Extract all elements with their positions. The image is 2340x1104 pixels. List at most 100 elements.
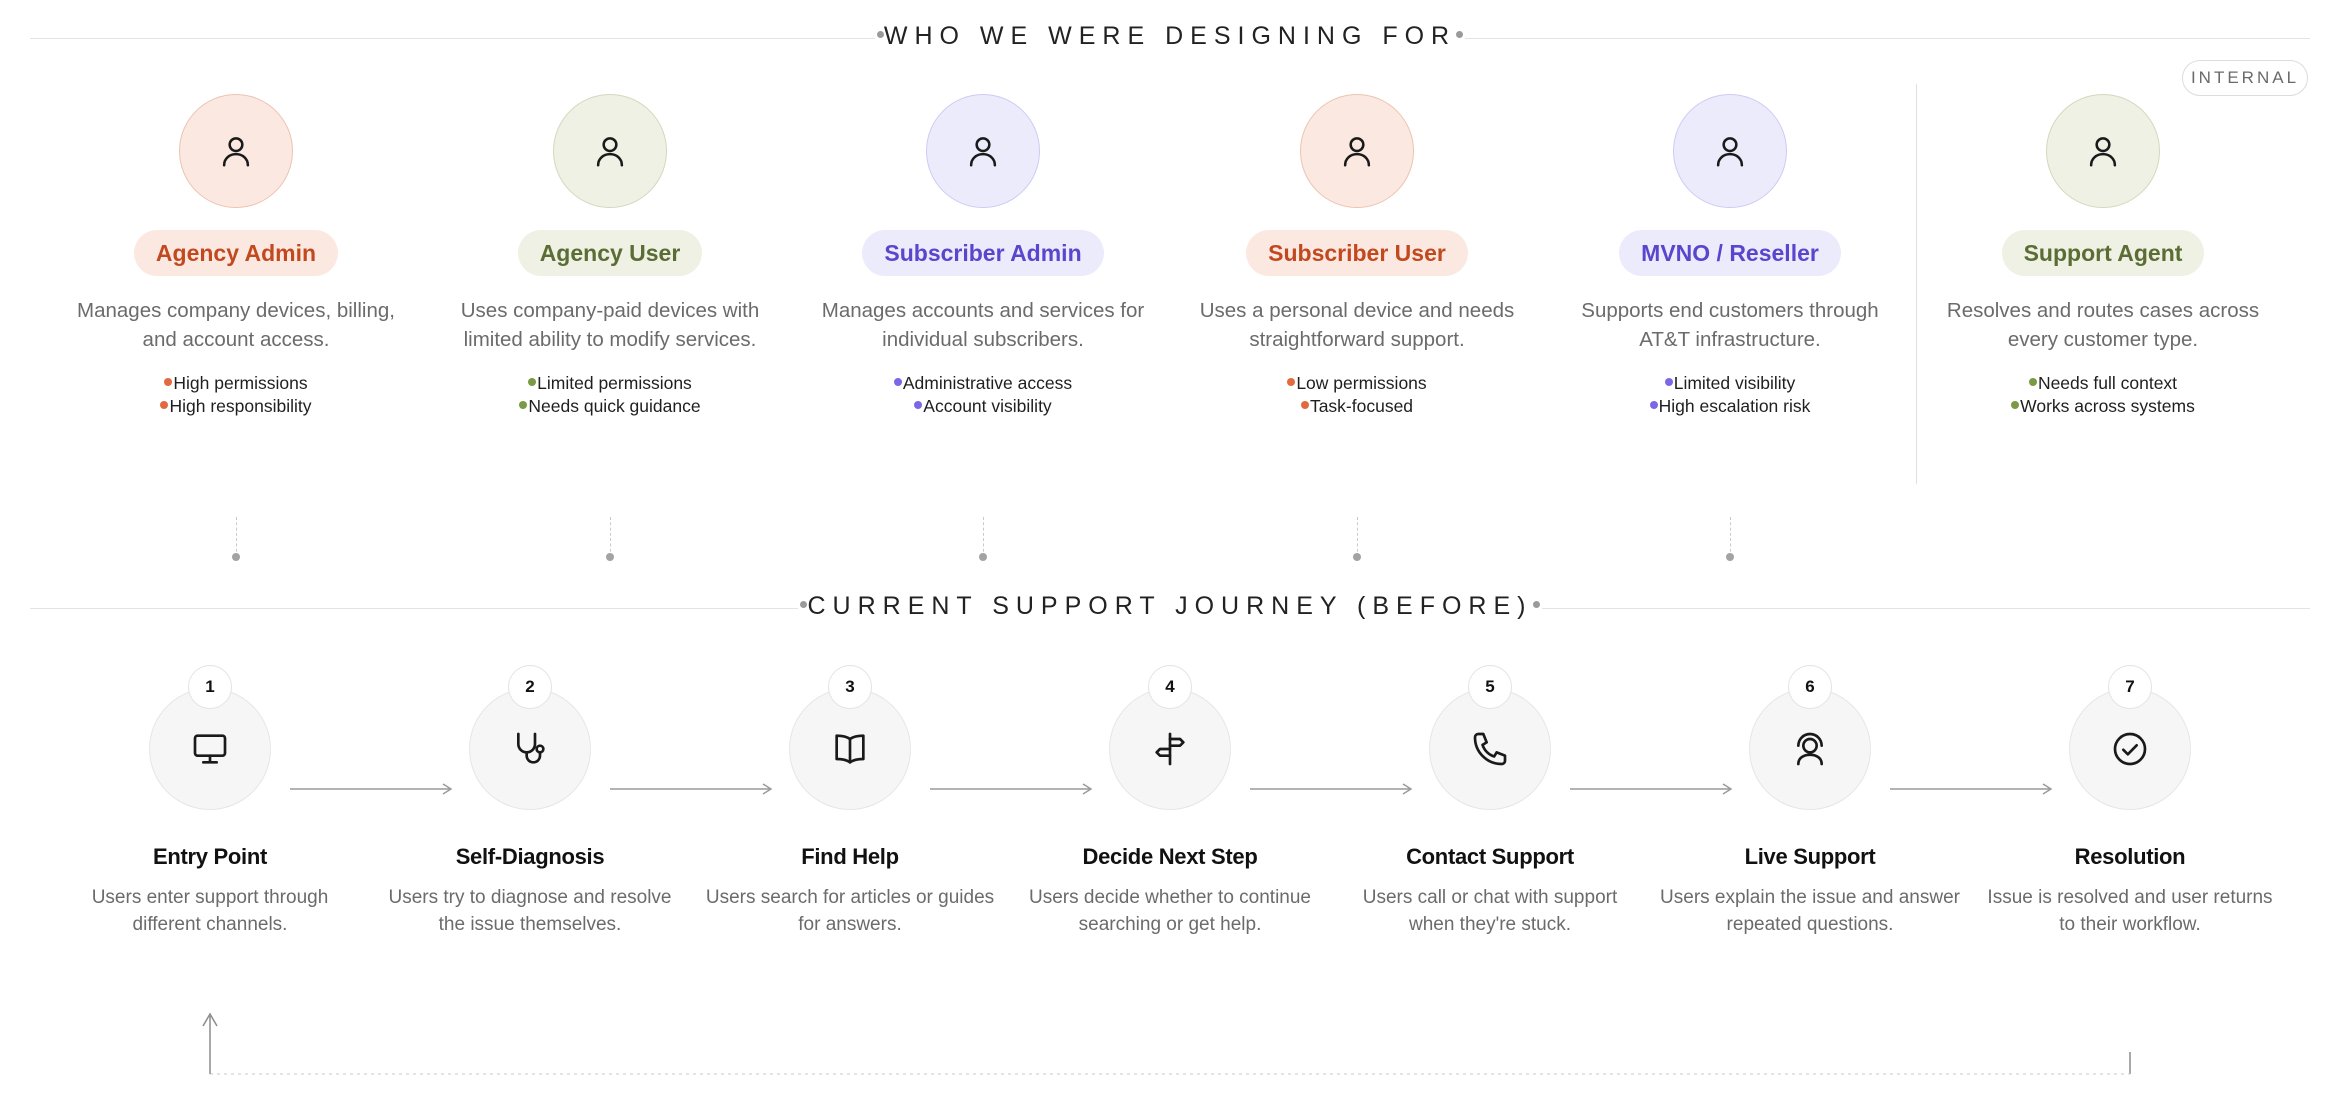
trait-text: Needs quick guidance <box>528 396 701 416</box>
step-circle: 7 <box>2069 665 2191 810</box>
persona-description: Resolves and routes cases across every c… <box>1946 299 2260 351</box>
connector-dot <box>1353 553 1361 561</box>
trait-item: High permissions <box>66 372 406 395</box>
trait-dot <box>519 401 528 410</box>
step-title: Resolution <box>2074 844 2186 869</box>
trait-text: High escalation risk <box>1658 396 1811 416</box>
avatar <box>2046 94 2160 208</box>
step-circle: 3 <box>789 665 911 810</box>
step-arrow <box>930 783 1092 795</box>
trait-dot <box>914 401 923 410</box>
person-icon <box>1338 132 1376 170</box>
trait-text: Needs full context <box>2037 373 2178 393</box>
section-journey-header: CURRENT SUPPORT JOURNEY (BEFORE) <box>30 592 2310 626</box>
trait-text: Limited visibility <box>1673 373 1796 393</box>
trait-text: Administrative access <box>902 373 1073 393</box>
step-title: Entry Point <box>152 844 268 869</box>
step-circle: 1 <box>149 665 271 810</box>
person-icon <box>217 132 255 170</box>
step-title: Self-Diagnosis <box>455 844 605 869</box>
persona-description: Manages accounts and services for indivi… <box>821 299 1145 351</box>
journey-step-contact-support: 5 Contact Support Users call or chat wit… <box>1340 665 1640 938</box>
step-number: 1 <box>188 665 232 709</box>
avatar <box>1300 94 1414 208</box>
avatar <box>179 94 293 208</box>
step-number: 3 <box>828 665 872 709</box>
persona-card-agency-admin: Agency Admin Manages company devices, bi… <box>66 94 406 418</box>
bullet-dot <box>876 30 884 38</box>
connector-dot <box>232 553 240 561</box>
step-title: Live Support <box>1744 844 1876 869</box>
trait-item: Account visibility <box>813 395 1153 418</box>
stethoscope-icon <box>510 729 550 769</box>
persona-description: Uses a personal device and needs straigh… <box>1199 299 1515 351</box>
persona-card-subscriber-admin: Subscriber Admin Manages accounts and se… <box>813 94 1153 418</box>
journey-step-resolution: 7 Resolution Issue is resolved and user … <box>1980 665 2280 938</box>
phone-icon <box>1470 729 1510 769</box>
step-title: Decide Next Step <box>1082 844 1258 869</box>
internal-badge: INTERNAL <box>2182 60 2308 96</box>
step-number: 6 <box>1788 665 1832 709</box>
trait-text: Account visibility <box>923 396 1052 416</box>
persona-card-mvno-reseller: MVNO / Reseller Supports end customers t… <box>1560 94 1900 418</box>
journey-step-live-support: 6 Live Support Users explain the issue a… <box>1660 665 1960 938</box>
trait-text: Works across systems <box>2020 396 2195 416</box>
connector-line <box>610 517 611 557</box>
persona-description: Uses company-paid devices with limited a… <box>460 299 760 351</box>
person-icon <box>964 132 1002 170</box>
step-description: Users enter support through different ch… <box>91 887 329 935</box>
trait-text: Task-focused <box>1309 396 1414 416</box>
persona-name: Subscriber Admin <box>862 230 1104 276</box>
monitor-icon <box>190 729 230 769</box>
journey-step-self-diagnosis: 2 Self-Diagnosis Users try to diagnose a… <box>380 665 680 938</box>
trait-dot <box>528 378 537 387</box>
step-circle: 5 <box>1429 665 1551 810</box>
bullet-dot <box>800 600 808 608</box>
connector-line <box>1730 517 1731 557</box>
trait-item: High responsibility <box>66 395 406 418</box>
persona-description: Supports end customers through AT&T infr… <box>1581 299 1879 351</box>
trait-dot <box>2028 378 2037 387</box>
step-number: 4 <box>1148 665 1192 709</box>
trait-dot <box>1649 401 1658 410</box>
trait-dot <box>164 378 173 387</box>
section-title-text: WHO WE WERE DESIGNING FOR <box>883 22 1457 50</box>
step-circle: 4 <box>1109 665 1231 810</box>
trait-text: Limited permissions <box>537 373 692 393</box>
step-number: 5 <box>1468 665 1512 709</box>
person-icon <box>2084 132 2122 170</box>
connector-dot <box>979 553 987 561</box>
journey-step-decide-next-step: 4 Decide Next Step Users decide whether … <box>1020 665 1320 938</box>
section-title: WHO WE WERE DESIGNING FOR <box>30 22 2310 51</box>
person-icon <box>1711 132 1749 170</box>
connector-dot <box>606 553 614 561</box>
persona-card-agency-user: Agency User Uses company-paid devices wi… <box>440 94 780 418</box>
trait-item: Needs full context <box>1933 372 2273 395</box>
avatar <box>1673 94 1787 208</box>
step-circle: 2 <box>469 665 591 810</box>
persona-description: Manages company devices, billing, and ac… <box>77 299 395 351</box>
step-circle: 6 <box>1749 665 1871 810</box>
section-who-header: WHO WE WERE DESIGNING FOR <box>30 22 2310 56</box>
persona-name: Agency Admin <box>133 230 339 276</box>
connector-dot <box>1726 553 1734 561</box>
persona-name: Support Agent <box>2001 230 2205 276</box>
trait-item: High escalation risk <box>1560 395 1900 418</box>
vertical-divider <box>1916 84 1917 484</box>
step-description: Users search for articles or guides for … <box>705 887 995 935</box>
journey-step-entry-point: 1 Entry Point Users enter support throug… <box>60 665 360 938</box>
step-arrow <box>290 783 452 795</box>
step-description: Users call or chat with support when the… <box>1362 887 1618 935</box>
trait-item: Works across systems <box>1933 395 2273 418</box>
agent-icon <box>1790 729 1830 769</box>
trait-item: Task-focused <box>1187 395 1527 418</box>
step-number: 2 <box>508 665 552 709</box>
trait-item: Administrative access <box>813 372 1153 395</box>
trait-item: Limited visibility <box>1560 372 1900 395</box>
trait-dot <box>1300 401 1309 410</box>
